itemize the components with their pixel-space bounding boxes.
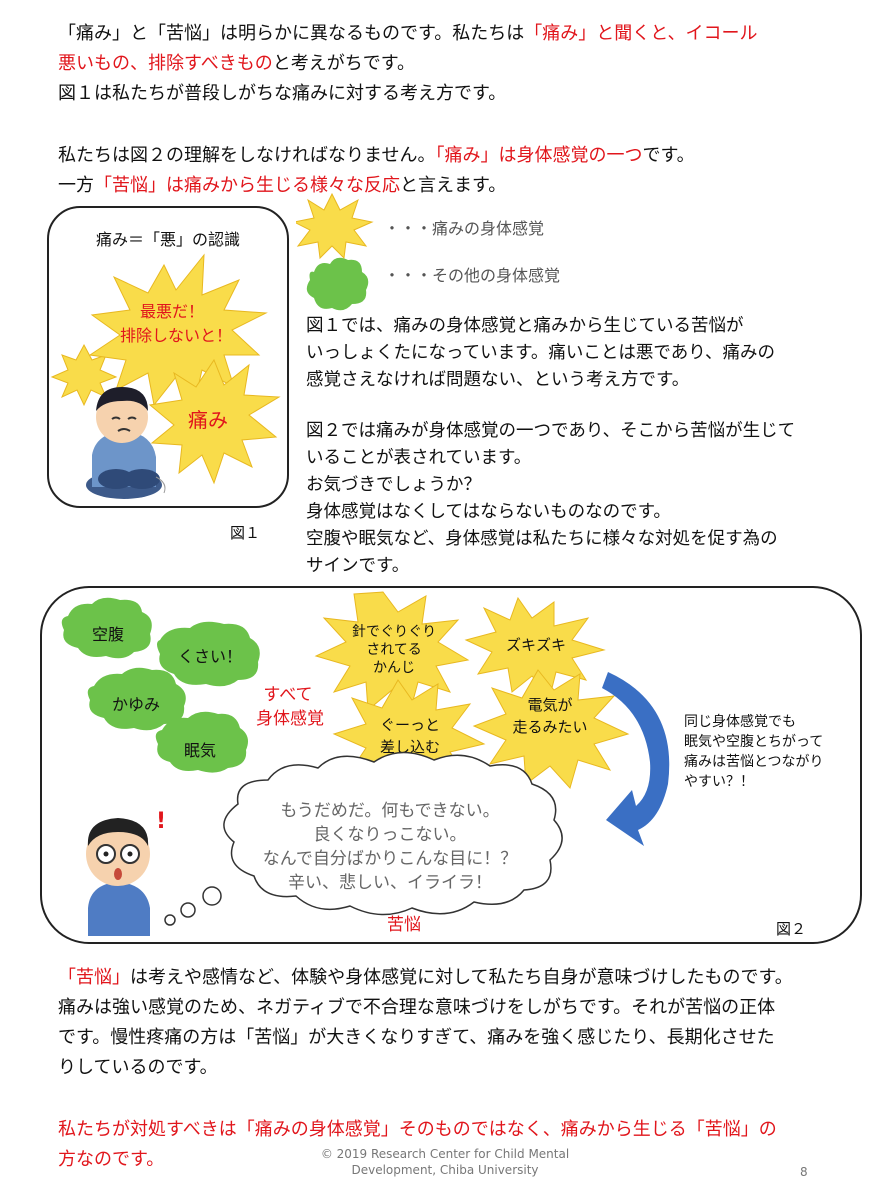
explanation-line: いっしょくたになっています。痛いことは悪であり、痛みの — [306, 343, 775, 363]
legend-other-text: ・・・その他の身体感覚 — [384, 266, 561, 285]
legend-pain-burst-icon — [296, 192, 374, 260]
thought-line-1: もうだめだ。何もできない。 — [280, 801, 499, 821]
figure-2-caption: 図２ — [776, 920, 807, 938]
burst-text-remove: 排除しないと！ — [120, 326, 232, 345]
burst-electric — [472, 669, 630, 790]
emphasis-text: 「苦悩」は痛みから生じる様々な反応 — [94, 175, 400, 196]
emphasis-text: 「痛み」と聞くと、イコール — [524, 23, 758, 44]
legend-pain-text: ・・・痛みの身体感覚 — [384, 219, 545, 238]
body-text: です。 — [642, 145, 695, 166]
explanation-line: 図２では痛みが身体感覚の一つであり、そこから苦悩が生じて — [306, 421, 796, 441]
green-blob-smelly — [157, 621, 260, 687]
note-line-3: 痛みは苦悩とつながり — [684, 753, 823, 770]
body-text: と言えます。 — [400, 175, 507, 196]
burst-needle-line-2: されてる — [366, 642, 422, 658]
copyright-line-1: © 2019 Research Center for Child Mental — [320, 1147, 570, 1161]
green-label-itch: かゆみ — [112, 695, 160, 714]
sad-person-illustration — [86, 387, 166, 499]
burst-electric-line-2: 走るみたい — [512, 718, 587, 736]
conclusion-line-2: 痛みは強い感覚のため、ネガティブで不合理な意味づけをしがちです。それが苦悩の正体 — [58, 997, 776, 1018]
body-text: 私たちは図２の理解をしなければなりません。 — [58, 145, 436, 166]
burst-throbbing-label: ズキズキ — [506, 636, 566, 654]
explanation-line: 図１では、痛みの身体感覚と痛みから生じている苦悩が — [306, 316, 744, 336]
note-line-2: 眠気や空腹とちがって — [684, 733, 823, 750]
thought-cloud — [223, 751, 563, 916]
burst-electric-line-1: 電気が — [527, 696, 572, 714]
thought-bubble-dot — [164, 914, 176, 926]
green-blob-itch — [87, 667, 186, 731]
burst-cramp-line-1: ぐーっと — [380, 716, 440, 734]
body-text: 「痛み」と「苦悩」は明らかに異なるものです。私たちは — [58, 23, 525, 44]
emphasis-text: 「苦悩」 — [58, 967, 130, 988]
thought-line-3: なんで自分ばかりこんな目に！？ — [263, 849, 518, 869]
green-label-hunger: 空腹 — [92, 625, 124, 644]
exclamation-mark: ! — [156, 809, 166, 834]
figure-1-caption: 図１ — [230, 524, 261, 542]
body-text: は考えや感情など、体験や身体感覚に対して私たち自身が意味づけしたものです。 — [130, 967, 793, 988]
blue-curved-arrow — [602, 672, 670, 846]
intro-line-2: 悪いもの、排除すべきものと考えがちです。 — [58, 50, 415, 78]
emphasis-text: 「痛み」は身体感覚の一つ — [435, 145, 643, 166]
note-line-1: 同じ身体感覚でも — [684, 713, 796, 730]
final-line-2: 方なのです。 — [58, 1149, 165, 1170]
explanation-line: 空腹や眠気など、身体感覚は私たちに様々な対処を促す為の — [306, 529, 778, 549]
intro-line-4: 私たちは図２の理解をしなければなりません。「痛み」は身体感覚の一つです。 — [58, 142, 695, 170]
green-blob-sleepy — [155, 711, 248, 773]
emphasis-text: 悪いもの、排除すべきもの — [58, 53, 273, 74]
copyright: © 2019 Research Center for Child Mental … — [290, 1146, 600, 1178]
body-text: と考えがちです。 — [272, 53, 415, 74]
explanation-line: サインです。 — [306, 556, 410, 576]
intro-line-5: 一方「苦悩」は痛みから生じる様々な反応と言えます。 — [58, 172, 506, 200]
green-blob-hunger — [61, 597, 152, 659]
copyright-line-2: Development, Chiba University — [351, 1163, 539, 1177]
green-label-smelly: くさい！ — [178, 647, 242, 666]
figure-1-title: 痛み＝「悪」の認識 — [96, 230, 240, 249]
figure-1: 痛み＝「悪」の認識 最悪だ！ 排除しないと！ 痛み — [47, 206, 289, 508]
suffering-label: 苦悩 — [387, 915, 421, 935]
worried-man-illustration — [86, 818, 150, 936]
thought-line-2: 良くなりっこない。 — [314, 825, 467, 845]
explanation-line: いることが表されています。 — [306, 448, 532, 468]
explanation-line: お気づきでしょうか？ — [306, 475, 481, 495]
all-body-label-2: 身体感覚 — [256, 709, 324, 729]
explanation-para-2: 図２では痛みが身体感覚の一つであり、そこから苦悩が生じて いることが表されていま… — [306, 418, 795, 580]
green-label-sleepy: 眠気 — [184, 741, 216, 760]
burst-needle-line-3: かんじ — [373, 660, 415, 676]
conclusion-line-4: りしているのです。 — [58, 1057, 218, 1078]
conclusion-line-3: です。慢性疼痛の方は「苦悩」が大きくなりすぎて、痛みを強く感じたり、長期化させた — [58, 1027, 775, 1048]
pain-label: 痛み — [188, 408, 228, 432]
explanation-para-1: 図１では、痛みの身体感覚と痛みから生じている苦悩が いっしょくたになっています。… — [306, 313, 775, 394]
burst-cramp-line-2: 差し込む — [380, 738, 440, 756]
page-number: 8 — [800, 1165, 808, 1179]
all-body-label-1: すべて — [263, 685, 312, 705]
figure-2: 空腹 くさい！ かゆみ 眠気 すべて 身体感覚 針でぐりぐり されてる かんじ … — [40, 586, 862, 944]
final-line-1: 私たちが対処すべきは「痛みの身体感覚」そのものではなく、痛みから生じる「苦悩」の — [58, 1119, 777, 1140]
pain-burst — [148, 358, 281, 485]
explanation-line: 身体感覚はなくしてはならないものなのです。 — [306, 502, 671, 522]
legend-icons — [296, 192, 374, 311]
intro-line-1: 「痛み」と「苦悩」は明らかに異なるものです。私たちは「痛み」と聞くと、イコール — [58, 20, 757, 48]
thought-bubble-dot — [202, 886, 222, 906]
burst-text-worst: 最悪だ！ — [140, 302, 204, 321]
body-text: 一方 — [58, 175, 94, 196]
legend-other-blob-icon — [306, 257, 369, 311]
conclusion-line-1: 「苦悩」は考えや感情など、体験や身体感覚に対して私たち自身が意味づけしたものです… — [58, 964, 793, 992]
small-pain-burst — [50, 343, 118, 407]
thought-bubble-dot — [180, 902, 196, 918]
explanation-line: 感覚さえなければ問題ない、という考え方です。 — [306, 370, 690, 390]
note-line-4: やすい？！ — [684, 774, 754, 790]
intro-line-3: 図１は私たちが普段しがちな痛みに対する考え方です。 — [58, 83, 507, 104]
thought-line-4: 辛い、悲しい、イライラ！ — [288, 873, 492, 893]
burst-needle-line-1: 針でぐりぐり — [352, 624, 436, 640]
